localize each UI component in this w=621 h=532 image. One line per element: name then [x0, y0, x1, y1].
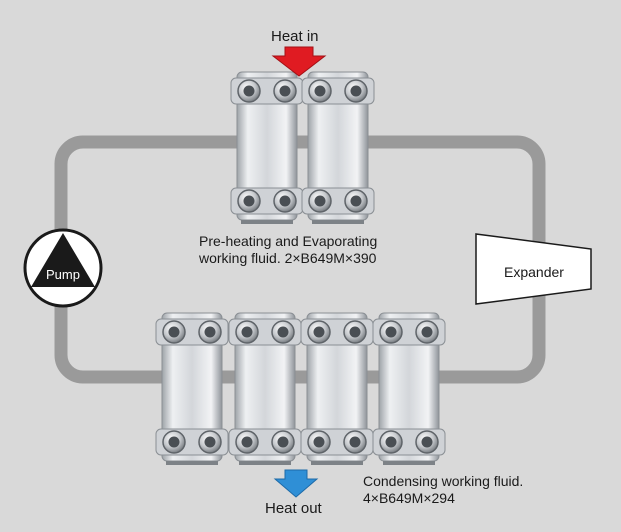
condenser-caption-line1: Condensing working fluid.: [363, 473, 524, 489]
condenser-hx-3: [300, 312, 374, 466]
heat-in-label: Heat in: [271, 28, 319, 45]
pump-label: Pump: [46, 267, 80, 282]
heat-out-label: Heat out: [265, 500, 322, 517]
condenser-hx-4: [372, 312, 446, 466]
condenser-caption-line2: 4×B649M×294: [363, 490, 455, 506]
expander-symbol: [475, 233, 592, 305]
heat-in-arrow: [271, 46, 327, 77]
pump-symbol: [23, 228, 103, 308]
heat-out-arrow: [273, 469, 319, 498]
evaporator-caption-line1: Pre-heating and Evaporating: [199, 233, 378, 249]
evaporator-hx-2: [301, 71, 375, 225]
expander-label: Expander: [504, 264, 564, 280]
evaporator-caption-line2: working fluid. 2×B649M×390: [199, 250, 377, 266]
evaporator-hx-1: [230, 71, 304, 225]
condenser-hx-2: [228, 312, 302, 466]
condenser-hx-1: [155, 312, 229, 466]
